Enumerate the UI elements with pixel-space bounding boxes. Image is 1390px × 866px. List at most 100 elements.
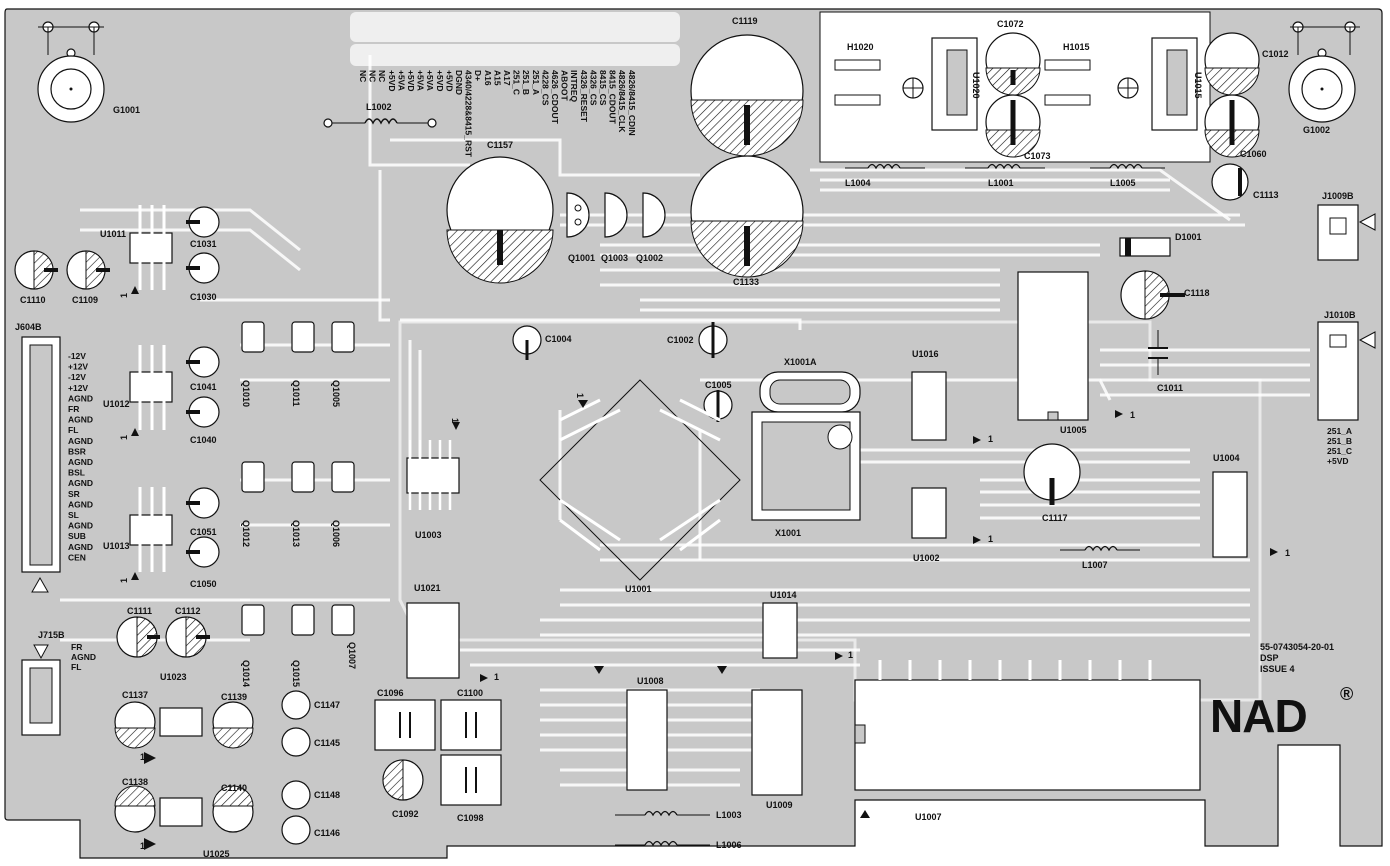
pin1-u1011: 1 [119,293,129,298]
j715b-pin-label: FL [71,662,81,672]
ic-u1007 [854,660,1201,791]
label-J1009B: J1009B [1322,191,1354,201]
label-D1001: D1001 [1175,232,1202,242]
transistors-top [566,192,666,238]
label-C1060: C1060 [1240,149,1267,159]
j715b-pin-label: FR [71,642,82,652]
header-pin-label: +5VA [425,70,435,91]
label-Q1011: Q1011 [291,380,301,407]
j715b-pin-label: AGND [71,652,96,662]
j604b-pin-label: AGND [68,542,93,552]
film-caps [374,699,502,806]
j604b-pin-label: +12V [68,362,88,372]
label-G1002: G1002 [1303,125,1330,135]
pin1-u1012: 1 [119,435,129,440]
board-function: DSP [1260,653,1279,663]
brand-logo: NAD [1210,690,1307,742]
pin-one-marks: 1 1 1 1 1 1 1 1 1 1 1 1 1 [119,293,1290,851]
cap-c1011 [1148,330,1168,375]
header-pin-label: 251_A [531,70,541,95]
ic-u1009 [751,689,803,796]
j604b-pin-label: AGND [68,478,93,488]
label-C1133: C1133 [733,277,759,287]
cap-c1113 [1211,163,1249,201]
label-C1004: C1004 [545,334,572,344]
label-C1040: C1040 [190,435,217,445]
label-U1005: U1005 [1060,425,1087,435]
ic-u1021 [406,602,460,679]
diode-d1001 [1119,237,1171,257]
label-C1011: C1011 [1157,383,1183,393]
label-U1009: U1009 [766,800,793,810]
label-L1007: L1007 [1082,560,1108,570]
label-C1140: C1140 [221,783,247,793]
label-U1015: U1015 [1193,72,1203,99]
orientation-triangles [131,286,1278,850]
label-C1012: C1012 [1262,49,1289,59]
label-C1031: C1031 [190,239,217,249]
label-C1098: C1098 [457,813,484,823]
label-Q1007: Q1007 [347,642,357,669]
pin1-u1004: 1 [1285,548,1290,558]
inductor-l1002 [323,118,437,128]
j604b-pin-label: AGND [68,393,93,403]
j1010b-pin-label: +5VD [1327,456,1349,466]
label-C1139: C1139 [221,692,247,702]
pin1-u1001: 1 [575,393,585,398]
j604b-pin-label: +12V [68,383,88,393]
regulators-left [129,205,173,572]
connector-j604b [21,336,61,593]
caps-c1072-c1073 [985,32,1041,158]
j604b-pin-label: AGND [68,521,93,531]
registered-mark: ® [1340,684,1353,704]
header-pin-label: 4228_CS [540,70,550,106]
label-C1137: C1137 [122,690,148,700]
header-pin-label: +5VA [396,70,406,91]
label-C1157: C1157 [487,140,513,150]
label-C1118: C1118 [1184,288,1210,298]
caps-c1110-c1109 [14,250,110,290]
label-U1003: U1003 [415,530,442,540]
label-Q1002: Q1002 [636,253,663,263]
label-Q1010: Q1010 [241,380,251,407]
label-L1003: L1003 [716,810,742,820]
small-caps-mid [512,322,733,422]
cap-c1117 [1023,443,1081,505]
header-pin-label: +5VD [444,70,454,92]
header-pin-label: +5VD [406,70,416,92]
label-C1030: C1030 [190,292,217,302]
ic-u1001 [539,379,741,581]
board-issue: ISSUE 4 [1260,664,1295,674]
crystal-x1001 [751,371,861,521]
component-labels: G1001 G1002 L1002 C1119 H1020 U1020 C107… [15,16,1356,859]
label-C1002: C1002 [667,335,694,345]
label-C1138: C1138 [122,777,148,787]
label-C1146: C1146 [314,828,340,838]
header-pin-label: A15 [492,70,502,86]
label-U1001: U1001 [625,584,652,594]
ic-u1002 [911,487,947,539]
j1010b-pin-label: 251_B [1327,436,1352,446]
j604b-pin-label: SR [68,489,80,499]
ic-u1003 [406,440,460,510]
label-Q1005: Q1005 [331,380,341,407]
label-C1041: C1041 [190,382,217,392]
mount-g1002 [1288,21,1360,123]
pin1-u1003: 1 [450,418,460,423]
pin1-u1023: 1 [140,752,145,762]
label-U1011: U1011 [100,229,126,239]
header-pin-label: ABOOT [560,70,570,102]
mount-g1001 [37,21,105,123]
ic-u1004 [1212,471,1248,558]
label-C1096: C1096 [377,688,404,698]
header-pin-label: INTREQ [569,70,579,103]
label-Q1013: Q1013 [291,520,301,547]
ic-u1014 [762,602,798,659]
label-C1110: C1110 [20,295,46,305]
label-Q1001: Q1001 [568,253,595,263]
label-U1002: U1002 [913,553,940,563]
small-caps-left [186,206,220,568]
